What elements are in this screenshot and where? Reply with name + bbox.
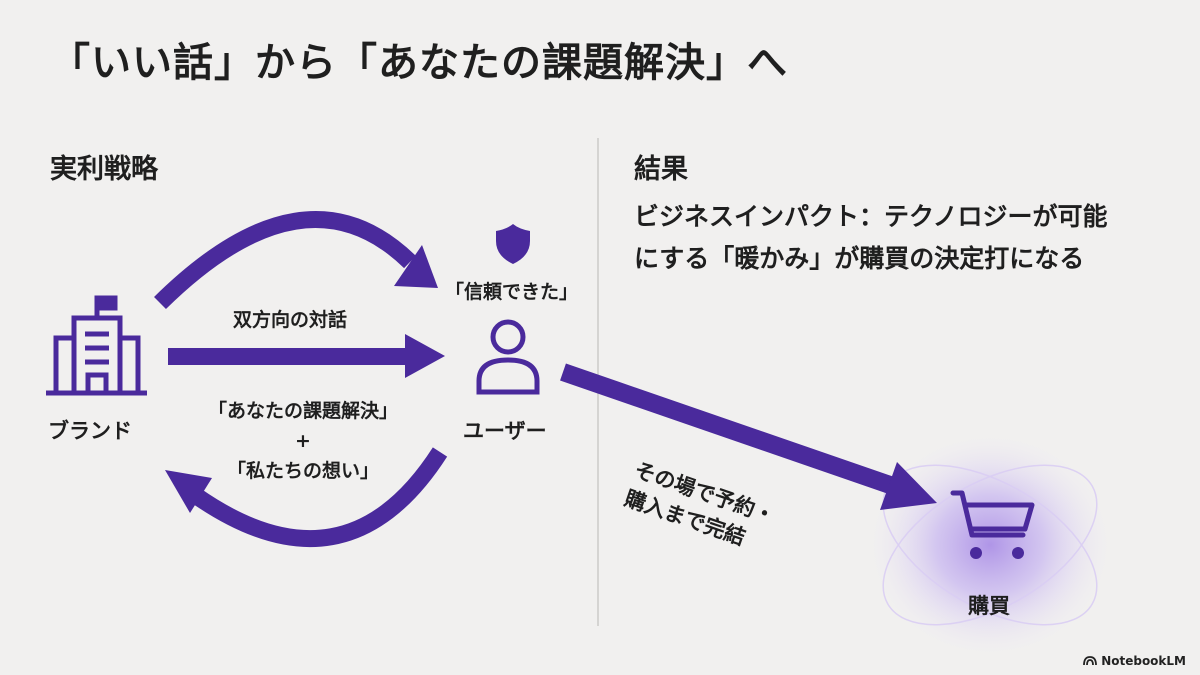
notebooklm-logo-icon xyxy=(1083,656,1098,666)
purchase-label: 購買 xyxy=(968,594,1010,618)
cart-icon xyxy=(950,490,1035,559)
trust-label: 「信頼できた」 xyxy=(445,281,579,303)
value-proposition-label: 「あなたの課題解決」 + 「私たちの想い」 xyxy=(198,396,408,486)
business-impact-line1: ビジネスインパクト：テクノロジーが可能 xyxy=(634,202,1108,231)
notebooklm-badge: NotebookLM xyxy=(1083,654,1186,668)
thoughts-line: 「私たちの想い」 xyxy=(226,460,379,482)
left-section-heading: 実利戦略 xyxy=(50,154,158,185)
solution-line: 「あなたの課題解決」 xyxy=(207,400,398,422)
right-section-heading: 結果 xyxy=(634,154,688,185)
business-impact-line2: にする「暖かみ」が購買の決定打になる xyxy=(634,244,1085,273)
footer-brand: NotebookLM xyxy=(1101,654,1186,668)
purchase-arrow xyxy=(560,363,937,510)
page-title: 「いい話」から「あなたの課題解決」へ xyxy=(50,40,788,86)
user-label: ユーザー xyxy=(463,419,547,443)
brand-label: ブランド xyxy=(48,419,132,443)
bottom-curved-arrow xyxy=(165,447,448,547)
business-impact-text: ビジネスインパクト：テクノロジーが可能 にする「暖かみ」が購買の決定打になる xyxy=(634,196,1108,280)
top-curved-arrow xyxy=(154,211,438,310)
plus-sign: + xyxy=(295,430,311,452)
building-icon xyxy=(46,295,147,396)
user-icon xyxy=(476,319,540,395)
dialogue-label: 双方向の対話 xyxy=(233,309,348,331)
shield-icon xyxy=(496,224,530,264)
purchase-glow xyxy=(870,435,1110,655)
dialogue-arrow xyxy=(168,334,445,378)
